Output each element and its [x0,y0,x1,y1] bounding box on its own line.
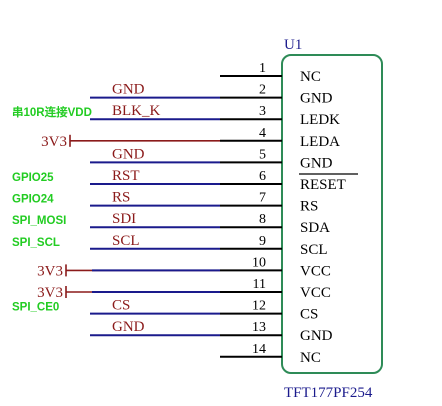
power-label: 3V3 [37,285,63,301]
pin-number: 13 [252,320,266,335]
pin-number: 8 [259,212,266,227]
net-label: RS [112,190,130,206]
pin-number: 12 [252,299,266,314]
component-body [281,54,383,374]
pin-number: 14 [252,342,266,357]
pin-name: SCL [300,242,328,258]
power-label: 3V3 [41,134,67,150]
pin-number: 3 [259,104,266,119]
pin-number: 2 [259,83,266,98]
net-label: GND [112,82,145,98]
pin-name: LEDK [300,112,340,128]
net-label: RST [112,168,140,184]
pin-name: VCC [300,285,331,301]
pin-number: 10 [252,255,266,270]
note-label: GPIO24 [12,194,54,206]
note-label: SPI_MOSI [12,215,66,227]
pin-name: NC [300,350,321,366]
note-label: SPI_CE0 [12,302,59,314]
component-ref: U1 [284,37,302,53]
pin-number: 7 [259,191,266,206]
note-label: SPI_SCL [12,237,60,249]
pin-name: SDA [300,220,330,236]
net-label: GND [112,319,145,335]
pin-name: GND [300,328,333,344]
pin-name: VCC [300,263,331,279]
pin-number: 4 [259,126,266,141]
pin-name: CS [300,307,318,323]
pins-layer: 1NC2GNDGND3LEDKBLK_K串10R连接VDD4LEDA3V35GN… [12,61,358,366]
net-label: GND [112,146,145,162]
pin-number: 9 [259,234,266,249]
pin-number: 11 [253,277,266,292]
pin-name: NC [300,69,321,85]
net-label: SDI [112,211,136,227]
net-label: BLK_K [112,103,161,119]
pin-name: RS [300,199,318,215]
component-part-number: TFT177PF254 [284,385,373,401]
power-label: 3V3 [37,263,63,279]
note-label: GPIO25 [12,172,54,184]
net-label: CS [112,298,130,314]
pin-number: 5 [259,147,266,162]
pin-name: RESET [300,177,346,193]
net-label: SCL [112,233,140,249]
pin-name: GND [300,155,333,171]
pin-name: LEDA [300,134,340,150]
pin-number: 1 [259,61,266,76]
pin-name: GND [300,91,333,107]
pin-number: 6 [259,169,266,184]
note-label: 串10R连接VDD [12,105,92,119]
